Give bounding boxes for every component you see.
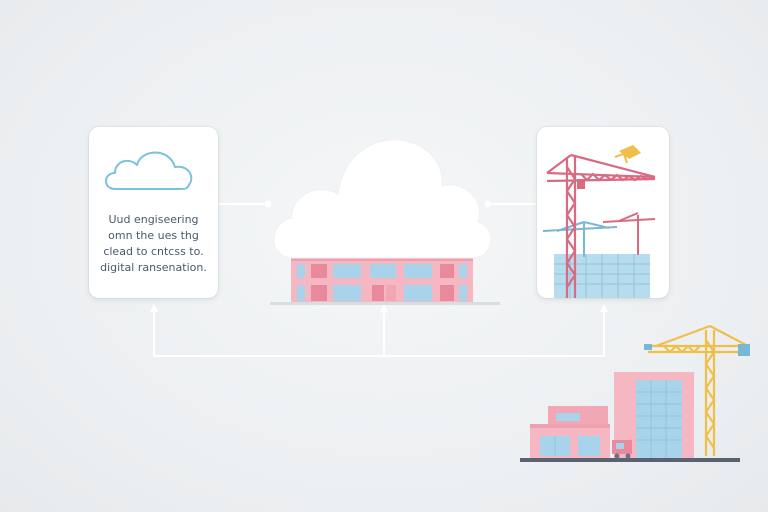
construction-cranes-icon: [542, 145, 656, 298]
description-line: Uud engiseering: [108, 213, 199, 226]
left-info-card: Uud engiseering omn the ues thg clead to…: [89, 127, 218, 298]
description-line: clead to cntcss to.: [103, 245, 204, 258]
description-line: omn the ues thg: [108, 229, 199, 242]
description-line: digital ransenation.: [100, 261, 207, 274]
cloud-outline-icon: [105, 151, 193, 190]
card-description: Uud engiseering omn the ues thg clead to…: [89, 212, 218, 276]
right-construction-card: [537, 127, 669, 298]
